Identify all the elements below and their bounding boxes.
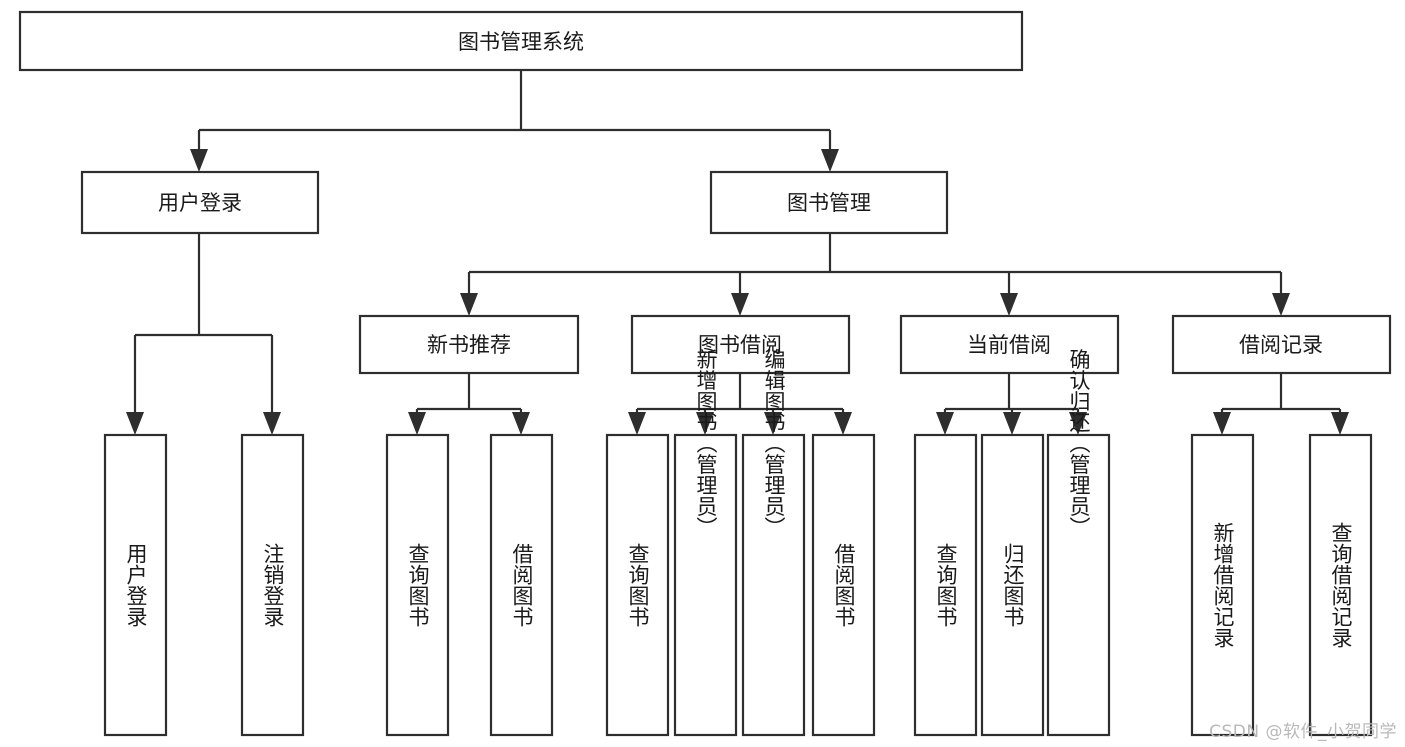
node-leaf-add-book[interactable]: 新增图书（管理员） (673, 349, 738, 737)
node-leaf-user-logout-label: 注销登录 (261, 543, 285, 627)
node-bookmgmt[interactable]: 图书管理 (709, 170, 949, 235)
arrow-head-icon (512, 412, 530, 435)
arrow-head-icon (408, 412, 426, 435)
edge-group-root-to-level2 (190, 70, 839, 172)
node-login-box[interactable] (80, 170, 320, 235)
node-root[interactable]: 图书管理系统 (18, 10, 1024, 72)
arrow-head-icon (190, 149, 208, 172)
node-leaf-user-login-label: 用户登录 (124, 543, 148, 627)
node-leaf-query-book-1-label: 查询图书 (406, 543, 430, 627)
node-borrow-label: 图书借阅 (698, 333, 782, 357)
node-leaf-query-book-2-box[interactable] (605, 433, 670, 737)
arrow-head-icon (821, 149, 839, 172)
node-root-label: 图书管理系统 (458, 30, 584, 54)
node-leaf-query-record-box[interactable] (1308, 433, 1373, 737)
arrow-head-icon (834, 412, 852, 435)
node-current-label: 当前借阅 (967, 333, 1051, 357)
node-records-box[interactable] (1171, 314, 1392, 375)
node-newbook-box[interactable] (358, 314, 580, 375)
node-newbook-label: 新书推荐 (427, 333, 511, 357)
arrow-head-icon (628, 412, 646, 435)
node-current-box[interactable] (899, 314, 1120, 375)
node-records-label: 借阅记录 (1239, 333, 1323, 357)
arrow-head-icon (460, 293, 478, 316)
node-leaf-add-book-box[interactable] (673, 433, 738, 737)
node-leaf-add-book-label: 新增图书（管理员） (694, 349, 718, 538)
node-leaf-confirm-return[interactable]: 确认归还（管理员） (1046, 349, 1111, 737)
node-newbook[interactable]: 新书推荐 (358, 314, 580, 375)
edge-group-records-to-leaves (1213, 373, 1349, 435)
edge-group-login-to-leaves (126, 233, 281, 435)
arrow-head-icon (1000, 293, 1018, 316)
node-leaf-borrow-book-1-label: 借阅图书 (510, 543, 534, 627)
arrow-head-icon (1003, 412, 1021, 435)
node-leaf-edit-book-box[interactable] (741, 433, 806, 737)
node-leaf-add-record-box[interactable] (1190, 433, 1255, 737)
node-records[interactable]: 借阅记录 (1171, 314, 1392, 375)
node-leaf-query-book-2-label: 查询图书 (626, 543, 650, 627)
node-leaf-query-book-3-label: 查询图书 (934, 543, 958, 627)
edge-group-newbook-to-leaves (408, 373, 530, 435)
arrow-head-icon (1069, 412, 1087, 435)
arrow-head-icon (126, 412, 144, 435)
node-leaf-add-record-label: 新增借阅记录 (1211, 522, 1235, 648)
node-borrow-box[interactable] (630, 314, 851, 375)
edge-group-borrow-to-leaves (628, 373, 852, 435)
edge-group-bookmgmt-to-level3 (460, 233, 1290, 316)
node-login[interactable]: 用户登录 (80, 170, 320, 235)
node-leaf-borrow-book-2-box[interactable] (811, 433, 876, 737)
arrow-head-icon (764, 412, 782, 435)
node-leaf-add-record[interactable]: 新增借阅记录 (1190, 433, 1255, 737)
node-leaf-user-login[interactable]: 用户登录 (103, 433, 168, 737)
node-leaf-query-record[interactable]: 查询借阅记录 (1308, 433, 1373, 737)
node-bookmgmt-label: 图书管理 (787, 191, 871, 215)
arrow-head-icon (1272, 293, 1290, 316)
edge-group-current-to-leaves (936, 373, 1087, 435)
node-leaf-return-book[interactable]: 归还图书 (980, 433, 1045, 737)
node-leaf-query-book-2[interactable]: 查询图书 (605, 433, 670, 737)
node-leaf-borrow-book-2[interactable]: 借阅图书 (811, 433, 876, 737)
node-leaf-query-book-3-box[interactable] (913, 433, 978, 737)
node-leaf-confirm-return-box[interactable] (1046, 433, 1111, 737)
node-root-box[interactable] (18, 10, 1024, 72)
arrow-head-icon (696, 412, 714, 435)
arrow-head-icon (731, 293, 749, 316)
node-leaf-query-record-label: 查询借阅记录 (1329, 522, 1353, 648)
node-leaf-query-book-3[interactable]: 查询图书 (913, 433, 978, 737)
node-leaf-query-book-1-box[interactable] (385, 433, 450, 737)
node-leaf-edit-book[interactable]: 编辑图书（管理员） (741, 349, 806, 737)
node-login-label: 用户登录 (158, 191, 242, 215)
node-leaf-return-book-box[interactable] (980, 433, 1045, 737)
node-leaf-query-book-1[interactable]: 查询图书 (385, 433, 450, 737)
arrow-head-icon (936, 412, 954, 435)
node-bookmgmt-box[interactable] (709, 170, 949, 235)
node-leaf-return-book-label: 归还图书 (1001, 543, 1025, 627)
node-leaf-borrow-book-1[interactable]: 借阅图书 (489, 433, 554, 737)
node-leaf-confirm-return-label: 确认归还（管理员） (1067, 349, 1091, 538)
node-leaf-user-logout[interactable]: 注销登录 (240, 433, 305, 737)
node-current[interactable]: 当前借阅 (899, 314, 1120, 375)
node-leaf-borrow-book-1-box[interactable] (489, 433, 554, 737)
node-leaf-borrow-book-2-label: 借阅图书 (832, 543, 856, 627)
node-leaf-edit-book-label: 编辑图书（管理员） (762, 349, 786, 538)
node-borrow[interactable]: 图书借阅 (630, 314, 851, 375)
arrow-head-icon (1331, 412, 1349, 435)
node-leaf-user-logout-box[interactable] (240, 433, 305, 737)
node-leaf-user-login-box[interactable] (103, 433, 168, 737)
arrow-head-icon (1213, 412, 1231, 435)
arrow-head-icon (263, 412, 281, 435)
